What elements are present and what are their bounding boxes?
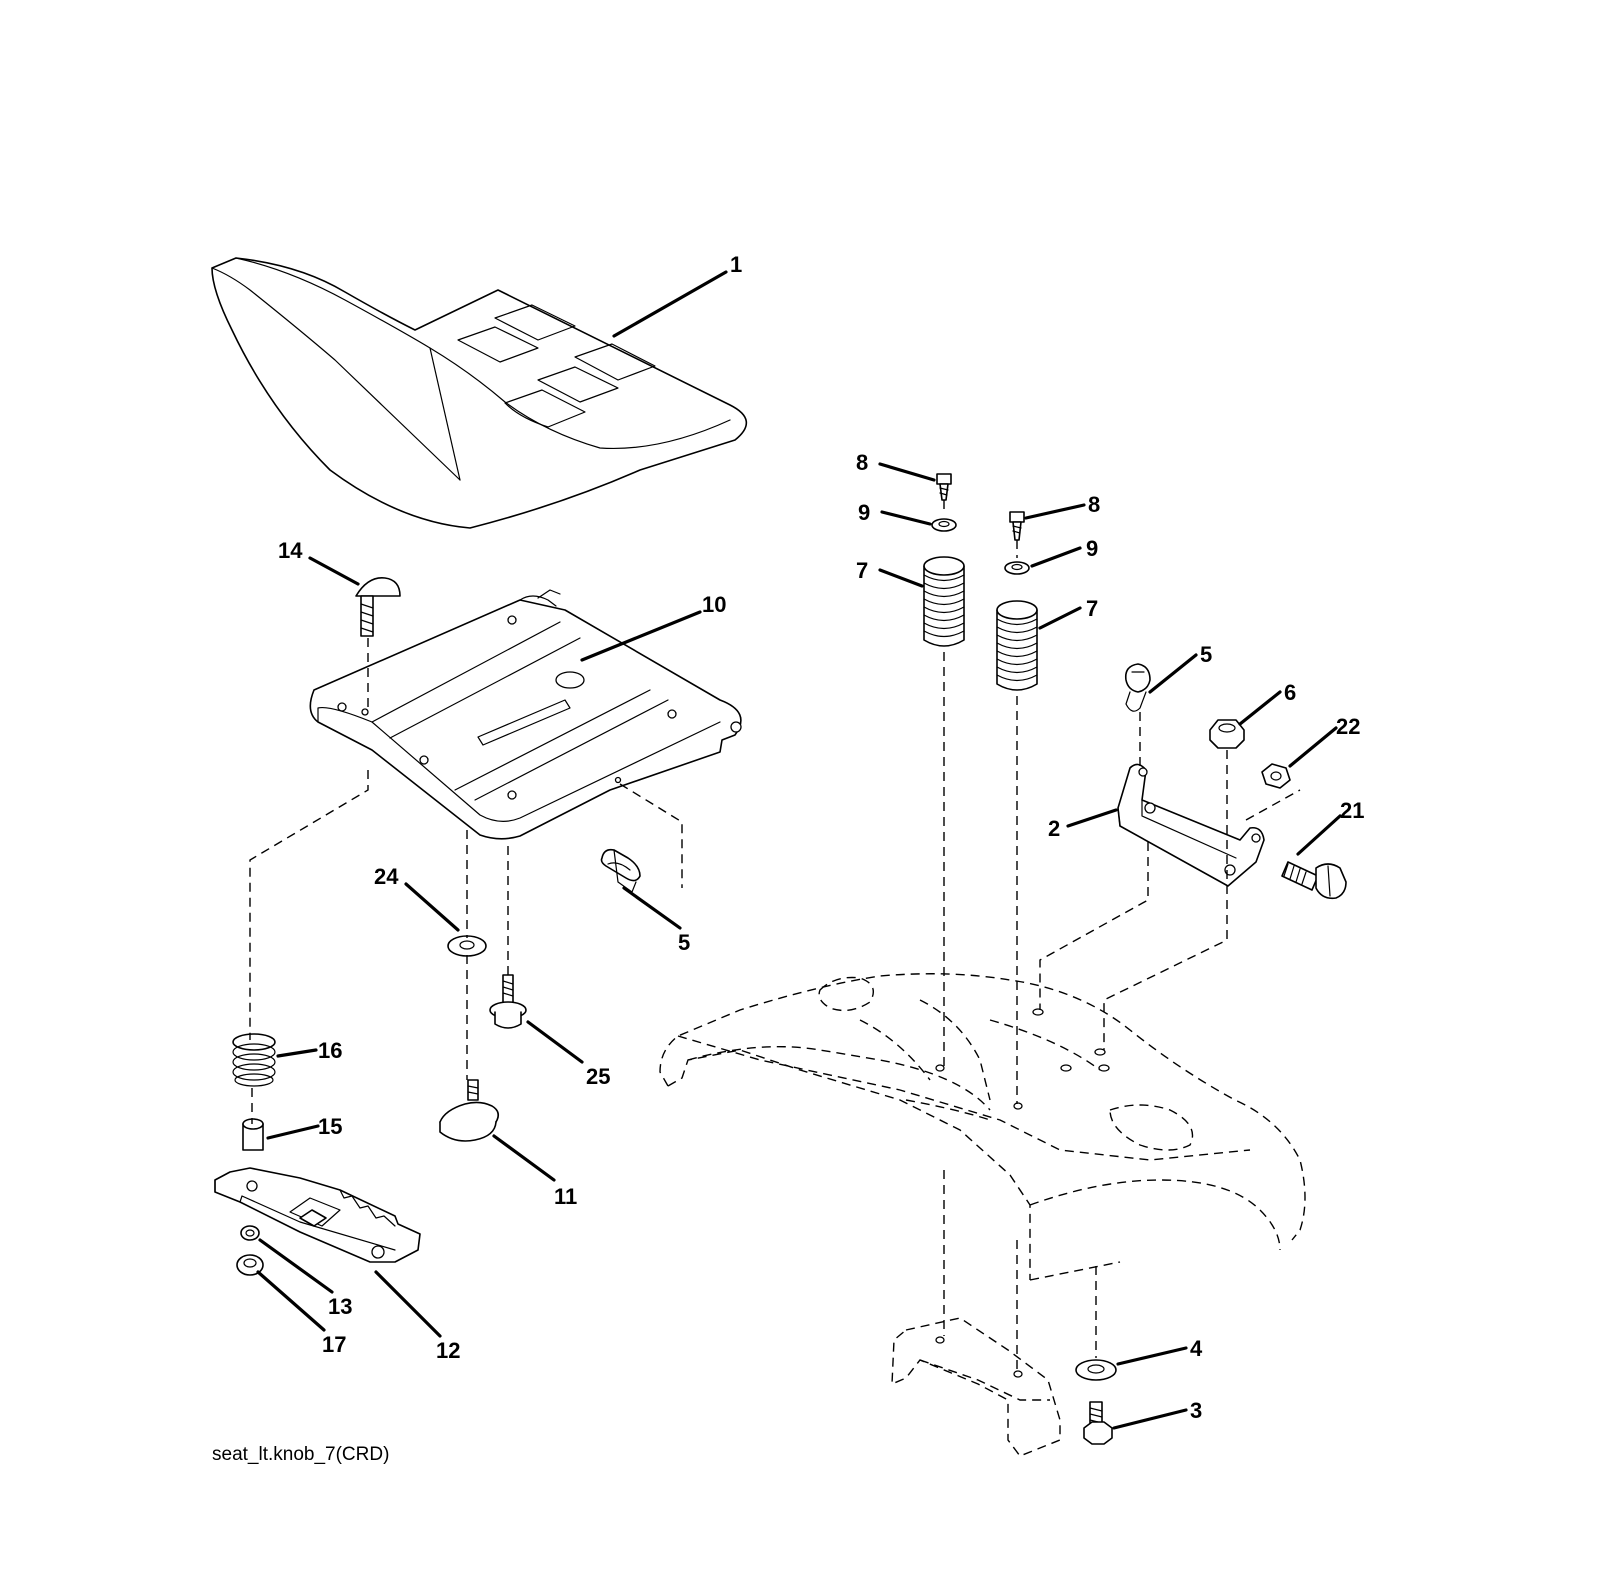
nut-part-13 xyxy=(240,1225,260,1241)
callout-8-left: 8 xyxy=(856,450,868,475)
callout-1: 1 xyxy=(730,252,742,277)
seat-pan-part-10 xyxy=(309,589,742,840)
washer-part-9-right xyxy=(1004,561,1030,575)
clip-part-5-left xyxy=(600,848,641,893)
lower-frame-bracket xyxy=(891,1317,1061,1457)
diagram-caption: seat_lt.knob_7(CRD) xyxy=(212,1444,389,1465)
callout-21: 21 xyxy=(1340,798,1364,823)
callout-6: 6 xyxy=(1284,680,1296,705)
callout-2: 2 xyxy=(1048,816,1060,841)
callout-17: 17 xyxy=(322,1332,346,1357)
spring-part-7-right xyxy=(996,600,1038,691)
bolt-part-21 xyxy=(1281,861,1347,900)
callout-7-right: 7 xyxy=(1086,596,1098,621)
shoulder-bolt-part-25 xyxy=(489,974,527,1029)
washer-part-4 xyxy=(1075,1359,1117,1381)
leader-lines xyxy=(256,270,1342,1430)
callout-13: 13 xyxy=(328,1294,352,1319)
washer-part-9-left xyxy=(931,518,957,532)
spring-part-7-left xyxy=(923,556,965,647)
nut-part-6 xyxy=(1209,719,1245,749)
screw-part-8-left xyxy=(936,473,952,501)
callout-11: 11 xyxy=(554,1184,577,1209)
adjustment-plate-part-12 xyxy=(214,1167,421,1263)
clip-part-5-right xyxy=(1124,663,1151,712)
callout-25: 25 xyxy=(586,1064,610,1089)
bracket-part-2 xyxy=(1117,763,1265,887)
callout-labels: 1 14 10 24 5 25 11 16 15 13 17 12 8 9 7 … xyxy=(278,252,1364,1423)
callout-16: 16 xyxy=(318,1038,342,1063)
callout-24: 24 xyxy=(374,864,399,889)
nut-part-17 xyxy=(236,1254,264,1276)
callout-10: 10 xyxy=(702,592,726,617)
callout-8-right: 8 xyxy=(1088,492,1100,517)
callout-12: 12 xyxy=(436,1338,460,1363)
callout-9-left: 9 xyxy=(858,500,870,525)
callout-7-left: 7 xyxy=(856,558,868,583)
nut-part-22 xyxy=(1261,763,1291,789)
spacer-part-15 xyxy=(242,1118,264,1151)
tractor-chassis xyxy=(659,973,1306,1281)
carriage-bolt-part-14 xyxy=(355,577,401,637)
callout-3: 3 xyxy=(1190,1398,1202,1423)
callout-5-right: 5 xyxy=(1200,642,1212,667)
callout-15: 15 xyxy=(318,1114,342,1139)
screw-part-8-right xyxy=(1009,511,1025,541)
bolt-part-3 xyxy=(1083,1401,1113,1445)
washer-part-24 xyxy=(447,935,487,957)
callout-9-right: 9 xyxy=(1086,536,1098,561)
spring-part-16 xyxy=(232,1033,276,1087)
callout-4: 4 xyxy=(1190,1336,1203,1361)
callout-5-left: 5 xyxy=(678,930,690,955)
callout-14: 14 xyxy=(278,538,303,563)
assembly-lines xyxy=(249,500,1301,1370)
knob-part-11 xyxy=(439,1079,500,1142)
callout-22: 22 xyxy=(1336,714,1360,739)
seat-part-1 xyxy=(211,257,748,529)
